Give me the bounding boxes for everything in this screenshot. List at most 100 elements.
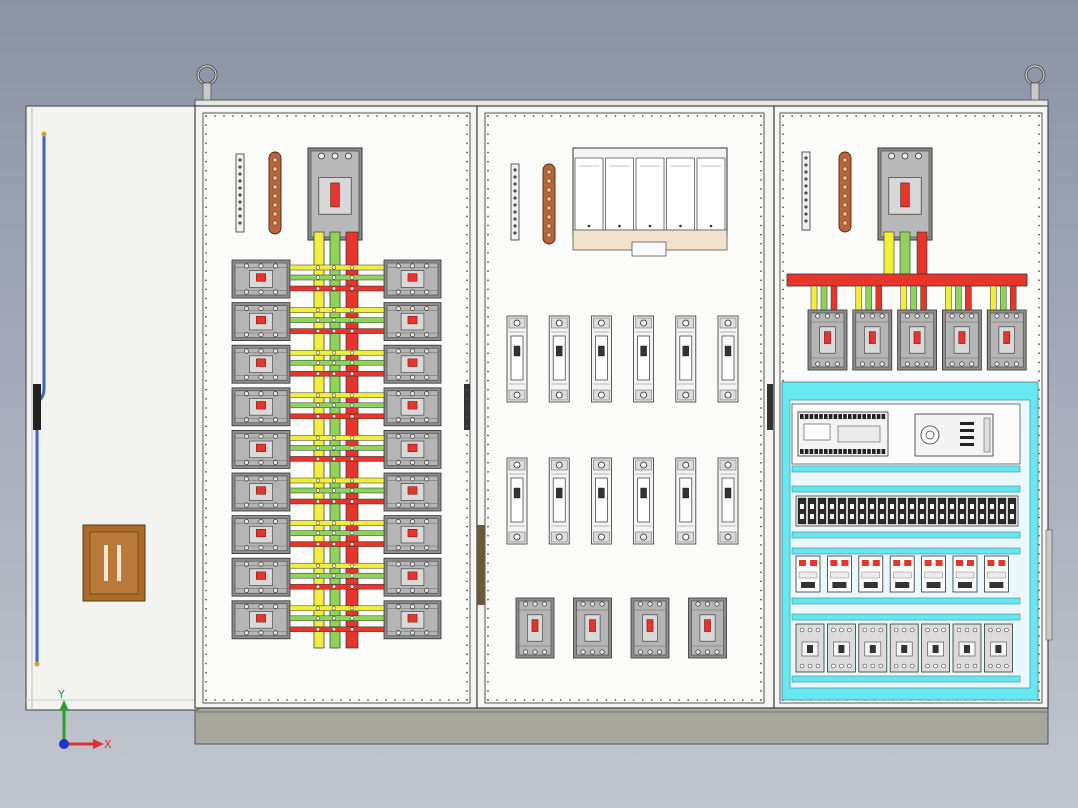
coordinate-triad-icon: Y X: [57, 688, 112, 751]
main-breaker-icon: [572, 147, 728, 257]
fuse-switch-icon: [591, 315, 612, 403]
mccb-icon: [383, 600, 442, 640]
neutral-bar-icon: [268, 151, 282, 235]
mccb-icon: [942, 309, 982, 371]
horizontal-busbar: [289, 520, 385, 547]
terminal-block: [857, 497, 867, 525]
relay-icon: [827, 623, 856, 673]
mccb-icon: [231, 600, 291, 640]
terminal-block: [927, 497, 937, 525]
mccb-icon: [383, 344, 442, 384]
fuse-switch-icon: [506, 457, 528, 545]
mccb-icon: [383, 515, 442, 554]
outgoing-feeder: [989, 285, 1017, 313]
terminal-block: [827, 497, 837, 525]
axis-y-label: Y: [57, 688, 65, 701]
fuse-switch-icon: [675, 315, 697, 403]
busbar-drop: [883, 231, 928, 277]
contactor-icon: [858, 555, 884, 593]
contactor-icon: [921, 555, 946, 593]
lifting-eye-icon: [196, 64, 218, 101]
terminal-block: [937, 497, 947, 525]
mccb-icon: [573, 597, 612, 659]
horizontal-busbar: [786, 273, 1028, 287]
mccb-icon: [383, 387, 442, 427]
mccb-icon: [515, 597, 555, 659]
relay-icon: [921, 623, 950, 673]
terminal-block: [877, 497, 887, 525]
mccb-icon: [231, 515, 291, 554]
power-supply-icon: [914, 413, 994, 457]
mccb-icon: [231, 557, 291, 597]
terminal-strip: [795, 495, 1019, 527]
terminal-block: [807, 497, 817, 525]
door-handle-icon: [33, 131, 47, 667]
fuse-switch-icon: [717, 457, 739, 545]
terminal-block: [967, 497, 977, 525]
fuse-switch-icon: [633, 457, 654, 545]
frame-screw-row: [760, 115, 762, 701]
fuse-switch-icon: [548, 457, 570, 545]
fuse-switch-icon: [675, 457, 697, 545]
main-breaker-icon: [877, 147, 933, 241]
horizontal-busbar: [289, 605, 385, 633]
horizontal-busbar: [289, 392, 385, 420]
contactor-icon: [952, 555, 978, 593]
frame-screw-row: [205, 115, 207, 701]
frame-screw-row: [487, 115, 762, 117]
mccb-icon: [383, 429, 442, 469]
fuse-switch-icon: [506, 315, 528, 403]
mccb-icon: [231, 472, 291, 512]
plinth: [194, 707, 1049, 745]
relay-icon: [858, 623, 888, 673]
section-3-control-panel: [781, 147, 1039, 701]
ground-bar-icon: [801, 151, 811, 231]
relay-icon: [889, 623, 919, 673]
axis-x-label: X: [104, 738, 112, 751]
terminal-block: [867, 497, 877, 525]
mccb-icon: [383, 557, 442, 597]
terminal-block: [907, 497, 917, 525]
mccb-icon: [231, 344, 291, 384]
fuse-switch-icon: [548, 315, 570, 403]
horizontal-busbar: [289, 435, 385, 462]
mccb-icon: [383, 259, 442, 299]
terminal-block: [917, 497, 927, 525]
mccb-icon: [231, 429, 291, 469]
ground-bar-icon: [235, 153, 245, 233]
outgoing-feeder: [810, 285, 838, 313]
mccb-icon: [231, 387, 291, 427]
fuse-switch-icon: [591, 457, 612, 545]
terminal-block: [887, 497, 897, 525]
terminal-block: [1007, 497, 1017, 525]
lifting-eye-icon: [1024, 64, 1046, 101]
terminal-block: [847, 497, 857, 525]
frame-screw-row: [487, 115, 489, 701]
contactor-icon: [795, 555, 821, 593]
terminal-block: [797, 497, 807, 525]
terminal-block: [987, 497, 997, 525]
terminal-block: [897, 497, 907, 525]
section-2-distribution-panel: [506, 147, 739, 659]
terminal-block: [957, 497, 967, 525]
terminal-block: [997, 497, 1007, 525]
outgoing-feeder: [945, 285, 972, 313]
frame-screw-row: [205, 115, 468, 117]
mccb-icon: [231, 259, 291, 299]
horizontal-busbar: [289, 349, 385, 377]
terminal-block: [817, 497, 827, 525]
mccb-icon: [986, 309, 1027, 371]
vent-icon: [82, 524, 146, 602]
fuse-switch-icon: [717, 315, 739, 403]
contactor-icon: [827, 555, 852, 593]
fuse-switch-icon: [633, 315, 654, 403]
horizontal-busbar: [289, 477, 385, 505]
open-door: [25, 105, 199, 711]
horizontal-busbar: [289, 562, 385, 590]
frame-screw-row: [205, 699, 468, 701]
frame-screws: [205, 115, 1040, 701]
mccb-icon: [688, 597, 727, 659]
relay-icon: [795, 623, 825, 673]
terminal-block: [837, 497, 847, 525]
horizontal-busbar: [289, 307, 385, 334]
